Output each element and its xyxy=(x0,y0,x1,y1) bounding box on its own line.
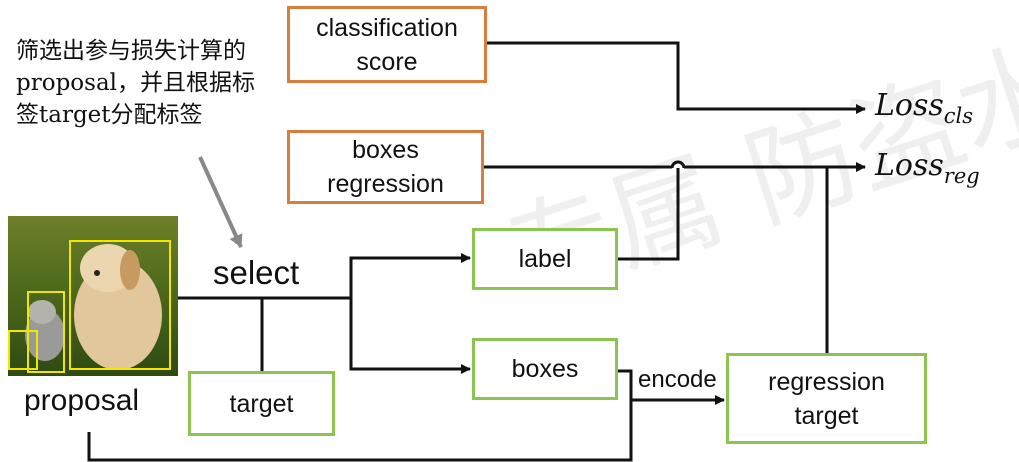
loss-cls-base: Loss xyxy=(875,88,944,123)
loss-cls-sub: cls xyxy=(943,104,974,128)
loss-cls-label: Losscls xyxy=(875,88,973,128)
loss-reg-sub: reg xyxy=(943,164,980,188)
label-to-loss-line xyxy=(617,168,680,261)
connectors xyxy=(87,41,866,462)
boxes-to-encode-line xyxy=(617,369,633,400)
loss-reg-label: Lossreg xyxy=(875,148,980,188)
proposal-label: proposal xyxy=(24,384,140,417)
boxes-regression-box: boxes regression xyxy=(287,130,484,204)
boxes-box: boxes xyxy=(472,338,618,400)
classification-score-box: classification score xyxy=(287,6,487,83)
proposal-bottom-line xyxy=(87,400,633,462)
split-to-label-arrow xyxy=(349,253,471,298)
note-arrow xyxy=(198,156,243,248)
proposal-image xyxy=(8,216,178,376)
loss-reg-base: Loss xyxy=(875,148,944,183)
encode-label: encode xyxy=(638,366,717,393)
regression-target-box: regression target xyxy=(726,353,927,444)
cls-score-to-loss-arrow xyxy=(486,41,866,114)
target-box: target xyxy=(188,371,335,436)
label-box: label xyxy=(472,228,618,290)
annotation-note: 筛选出参与损失计算的proposal，并且根据标签target分配标签 xyxy=(16,38,256,128)
split-to-boxes-arrow xyxy=(349,298,471,374)
select-label: select xyxy=(213,254,300,291)
line-hop xyxy=(670,160,686,169)
